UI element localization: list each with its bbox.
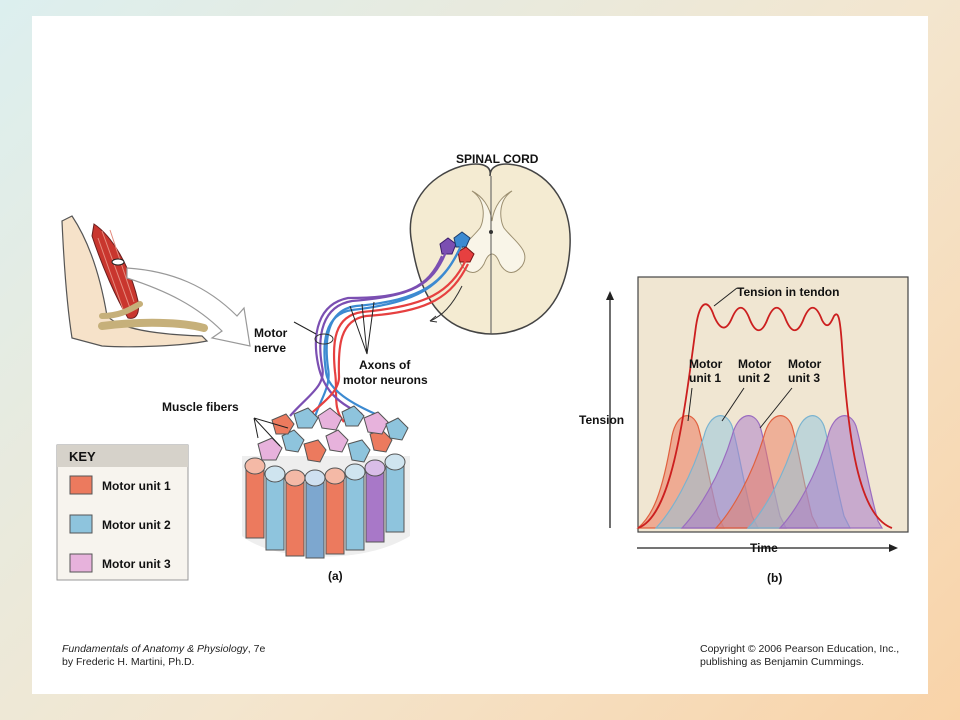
arm-illustration <box>61 215 251 348</box>
book-title: Fundamentals of Anatomy & Physiology <box>62 643 248 655</box>
unit-label-1-line1: Motor <box>689 357 723 371</box>
book-edition: , 7e <box>247 643 266 655</box>
key-label-1: Motor unit 1 <box>102 479 171 493</box>
y-axis-label: Tension <box>579 413 624 427</box>
axons <box>289 243 469 427</box>
spinal-cord <box>409 163 571 335</box>
motor-unit-figure: SPINAL CORD Motor nerve Axons of motor n… <box>56 152 909 585</box>
tendon-tension-curve <box>637 303 893 529</box>
muscle-fiber-bundle <box>242 405 410 559</box>
key-title: KEY <box>69 449 96 464</box>
axons-label-2: motor neurons <box>343 373 428 387</box>
diagram-labels: SPINAL CORD Motor nerve Axons of motor n… <box>162 152 539 583</box>
panel-b-label: (b) <box>767 571 782 585</box>
book-citation: Fundamentals of Anatomy & Physiology, 7e… <box>62 643 265 669</box>
x-axis-label: Time <box>750 541 778 555</box>
spinal-cord-label: SPINAL CORD <box>456 152 539 166</box>
key-swatch-3 <box>69 553 93 573</box>
unit-label-3-line1: Motor <box>788 357 822 371</box>
x-axis-arrow <box>889 544 898 552</box>
unit-label-2-line2: unit 2 <box>738 371 770 385</box>
motor-nerve-label-2: nerve <box>254 341 286 355</box>
unit-label-2-line1: Motor <box>738 357 772 371</box>
key-box: KEY Motor unit 1 Motor unit 2 Motor unit 3 <box>56 444 189 581</box>
key-label-2: Motor unit 2 <box>102 518 171 532</box>
label-leaders <box>253 301 375 447</box>
motor-neuron-cell-bodies <box>439 231 475 263</box>
copyright-line-1: Copyright © 2006 Pearson Education, Inc.… <box>700 643 900 655</box>
tension-graph: Tension Time Tension in tendon (b) Motor… <box>579 276 909 585</box>
key-swatch-2 <box>69 514 93 534</box>
book-author: by Frederic H. Martini, Ph.D. <box>62 656 195 668</box>
slide: SPINAL CORD Motor nerve Axons of motor n… <box>32 16 928 694</box>
axons-label-1: Axons of <box>359 358 411 372</box>
unit-label-1-line2: unit 1 <box>689 371 721 385</box>
copyright-line-2: publishing as Benjamin Cummings. <box>700 656 864 668</box>
key-label-3: Motor unit 3 <box>102 557 171 571</box>
motor-nerve-label-1: Motor <box>254 326 288 340</box>
nerve-marker <box>314 333 334 345</box>
key-swatch-1 <box>69 475 93 495</box>
y-axis-arrow <box>606 291 614 300</box>
muscle-fibers-label: Muscle fibers <box>162 400 239 414</box>
tendon-label: Tension in tendon <box>737 285 839 299</box>
copyright: Copyright © 2006 Pearson Education, Inc.… <box>700 643 899 669</box>
unit-label-3-line2: unit 3 <box>788 371 820 385</box>
panel-a-label: (a) <box>328 569 343 583</box>
